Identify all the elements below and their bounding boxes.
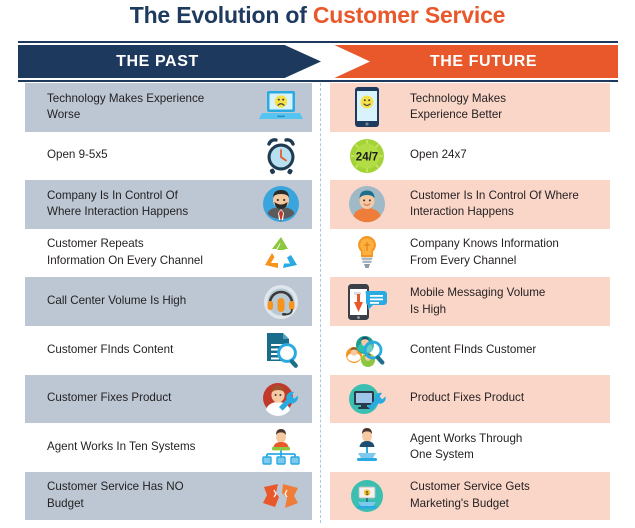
header-rule-top bbox=[18, 41, 618, 43]
smartphone-happy-face-icon bbox=[330, 86, 404, 128]
svg-text:24/7: 24/7 bbox=[356, 151, 378, 163]
future-label: Agent Works Through One System bbox=[410, 431, 523, 462]
page-title: The Evolution of Customer Service bbox=[0, 2, 635, 29]
future-cell: Company Knows Information From Every Cha… bbox=[330, 229, 610, 278]
future-label: Open 24x7 bbox=[410, 148, 467, 162]
past-label: Customer Repeats Information On Every Ch… bbox=[47, 237, 203, 268]
past-label: Customer FInds Content bbox=[47, 342, 174, 356]
comparison-row: Agent Works In Ten Systems Agent Works T… bbox=[0, 423, 635, 472]
comparison-row: Customer Service Has NO Budget $ Custome… bbox=[0, 471, 635, 521]
future-label: Customer Service Gets Marketing's Budget bbox=[410, 480, 530, 511]
title-navy-part: The Evolution of bbox=[129, 2, 313, 28]
person-wrench-icon bbox=[250, 380, 312, 418]
future-label: Mobile Messaging Volume Is High bbox=[410, 285, 546, 316]
lightbulb-icon bbox=[330, 234, 404, 272]
future-cell: $ Customer Service Gets Marketing's Budg… bbox=[330, 471, 610, 521]
future-cell: Technology Makes Experience Better bbox=[330, 83, 610, 132]
comparison-row: Customer Repeats Information On Every Ch… bbox=[0, 229, 635, 278]
past-cell: Call Center Volume Is High bbox=[25, 277, 312, 326]
center-dashed-divider bbox=[320, 83, 321, 523]
mobile-message-icon bbox=[330, 282, 404, 322]
future-cell: Content FInds Customer bbox=[330, 326, 610, 375]
past-label: Agent Works In Ten Systems bbox=[47, 440, 196, 454]
past-cell: Open 9-5x5 bbox=[25, 132, 312, 181]
headset-agent-icon bbox=[250, 283, 312, 321]
recycle-arrows-icon bbox=[250, 235, 312, 271]
past-cell: Customer Repeats Information On Every Ch… bbox=[25, 229, 312, 278]
header-past-banner: THE PAST bbox=[18, 45, 321, 78]
comparison-row: Customer FInds Content bbox=[0, 326, 635, 375]
title-orange-part: Customer Service bbox=[312, 2, 506, 28]
torn-money-icon bbox=[250, 481, 312, 511]
agent-one-system-icon bbox=[330, 427, 404, 467]
people-magnifier-icon bbox=[330, 331, 404, 369]
past-cell: Company Is In Control Of Where Interacti… bbox=[25, 180, 312, 229]
comparison-row: Technology Makes Experience Worse Techno… bbox=[0, 83, 635, 132]
comparison-row: Open 9-5x5 24/7 Open 24x7 bbox=[0, 132, 635, 181]
header-past-label: THE PAST bbox=[116, 52, 199, 70]
future-label: Technology Makes Experience Better bbox=[410, 91, 507, 122]
past-cell: Customer FInds Content bbox=[25, 326, 312, 375]
future-cell: Product Fixes Product bbox=[330, 374, 610, 424]
past-cell: Customer Fixes Product bbox=[25, 374, 312, 424]
svg-text:$: $ bbox=[365, 491, 368, 497]
past-label: Customer Service Has NO Budget bbox=[47, 480, 184, 511]
future-label: Product Fixes Product bbox=[410, 391, 525, 405]
past-cell: Agent Works In Ten Systems bbox=[25, 423, 312, 472]
businessman-avatar-icon bbox=[250, 185, 312, 223]
past-cell: Technology Makes Experience Worse bbox=[25, 83, 312, 132]
header-rule-bottom bbox=[18, 80, 618, 82]
agent-many-systems-icon bbox=[250, 428, 312, 466]
header-future-label: THE FUTURE bbox=[429, 52, 538, 70]
monitor-wrench-icon bbox=[330, 380, 404, 418]
past-cell: Customer Service Has NO Budget bbox=[25, 471, 312, 521]
future-cell: Mobile Messaging Volume Is High bbox=[330, 277, 610, 326]
header-band: THE PAST THE FUTURE bbox=[18, 41, 618, 82]
laptop-sad-face-icon bbox=[250, 89, 312, 125]
header-future-banner: THE FUTURE bbox=[334, 45, 618, 78]
footer-rule bbox=[0, 525, 635, 528]
future-cell: Agent Works Through One System bbox=[330, 423, 610, 472]
future-cell: 24/7 Open 24x7 bbox=[330, 132, 610, 181]
24-7-badge-icon: 24/7 bbox=[330, 137, 404, 175]
comparison-row: Customer Fixes Product Product Fixes Pro… bbox=[0, 374, 635, 424]
document-magnifier-icon bbox=[250, 331, 312, 369]
past-label: Company Is In Control Of Where Interacti… bbox=[47, 188, 189, 219]
future-label: Content FInds Customer bbox=[410, 342, 537, 356]
header-bars: THE PAST THE FUTURE bbox=[18, 45, 618, 78]
future-label: Company Knows Information From Every Cha… bbox=[410, 237, 559, 268]
customer-avatar-icon bbox=[330, 185, 404, 223]
past-label: Open 9-5x5 bbox=[47, 148, 108, 162]
future-label: Customer Is In Control Of Where Interact… bbox=[410, 188, 579, 219]
past-label: Call Center Volume Is High bbox=[47, 294, 187, 308]
comparison-rows: Technology Makes Experience Worse Techno… bbox=[0, 83, 635, 523]
past-label: Customer Fixes Product bbox=[47, 391, 172, 405]
past-label: Technology Makes Experience Worse bbox=[47, 91, 205, 122]
comparison-row: Company Is In Control Of Where Interacti… bbox=[0, 180, 635, 229]
future-cell: Customer Is In Control Of Where Interact… bbox=[330, 180, 610, 229]
comparison-row: Call Center Volume Is High Mobile Messag… bbox=[0, 277, 635, 326]
money-badge-icon: $ bbox=[330, 477, 404, 515]
alarm-clock-icon bbox=[250, 137, 312, 175]
